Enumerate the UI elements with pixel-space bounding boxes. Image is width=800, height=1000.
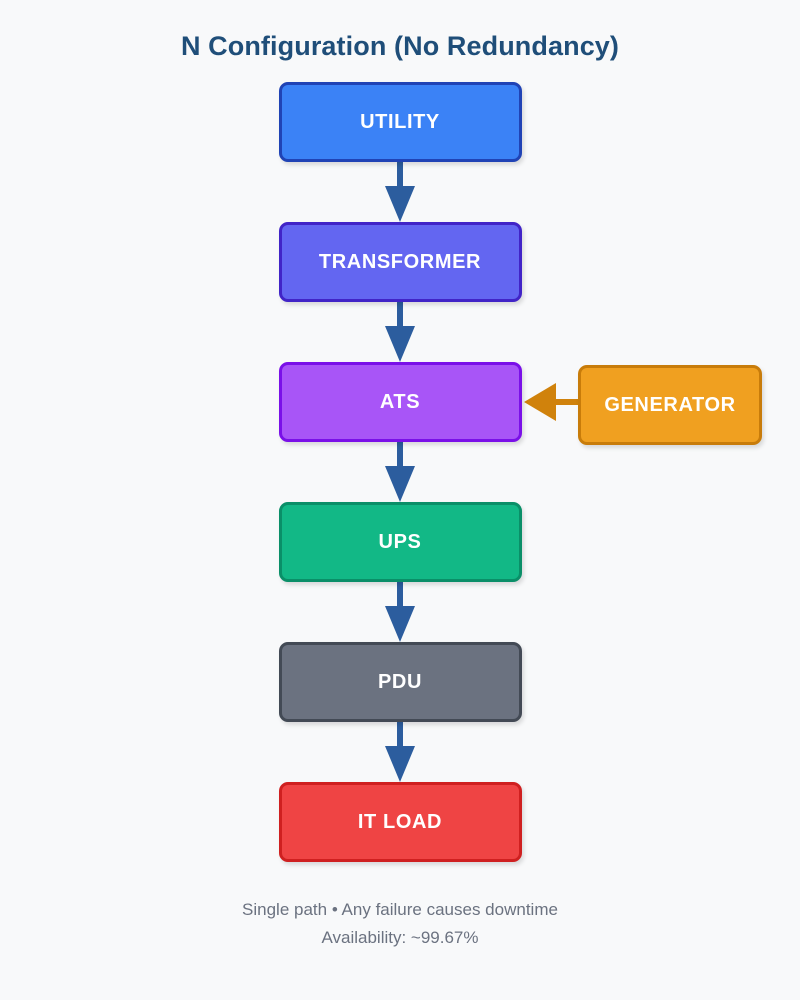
node-generator-label: GENERATOR (604, 393, 736, 416)
node-row-transformer: TRANSFORMER (0, 222, 800, 303)
node-pdu[interactable]: PDU (278, 642, 522, 723)
arrow-ats-to-ups (370, 442, 430, 503)
arrow-head-down-icon (385, 466, 415, 503)
node-generator[interactable]: GENERATOR (578, 365, 762, 446)
node-transformer-label: TRANSFORMER (318, 250, 482, 273)
node-utility-label: UTILITY (360, 110, 440, 133)
arrow-stem-icon (397, 302, 403, 329)
node-utility[interactable]: UTILITY (278, 82, 522, 163)
generator-arrow-head-left-icon (524, 383, 556, 422)
arrow-stem-icon (397, 442, 403, 469)
arrow-head-down-icon (385, 186, 415, 223)
generator-arrow-stem-icon (553, 399, 581, 406)
node-row-ups: UPS (0, 502, 800, 583)
node-itload[interactable]: IT LOAD (278, 782, 522, 863)
node-row-ats: ATS GENERATOR (0, 362, 800, 446)
node-row-utility: UTILITY (0, 82, 800, 163)
node-ups-label: UPS (378, 530, 422, 553)
arrow-transformer-to-ats (370, 302, 430, 363)
node-ats[interactable]: ATS (278, 362, 522, 443)
arrow-utility-to-transformer (370, 162, 430, 223)
node-ups[interactable]: UPS (278, 502, 522, 583)
footer-line-2: Availability: ~99.67% (321, 928, 479, 948)
footer-caption: Single path • Any failure causes downtim… (242, 896, 558, 952)
node-ats-label: ATS (379, 390, 421, 413)
node-row-pdu: PDU (0, 642, 800, 723)
node-chain: UTILITY TRANSFORMER ATS GENERATOR (0, 82, 800, 863)
arrow-stem-icon (397, 162, 403, 189)
page-title: N Configuration (No Redundancy) (180, 31, 620, 61)
arrow-stem-icon (397, 722, 403, 749)
node-itload-label: IT LOAD (357, 810, 443, 833)
node-transformer[interactable]: TRANSFORMER (278, 222, 522, 303)
arrow-head-down-icon (385, 606, 415, 643)
arrow-stem-icon (397, 582, 403, 609)
arrow-ups-to-pdu (370, 582, 430, 643)
node-pdu-label: PDU (377, 670, 423, 693)
arrow-head-down-icon (385, 326, 415, 363)
arrow-head-down-icon (385, 746, 415, 783)
footer-line-1: Single path • Any failure causes downtim… (242, 900, 558, 920)
node-row-itload: IT LOAD (0, 782, 800, 863)
arrow-pdu-to-itload (370, 722, 430, 783)
